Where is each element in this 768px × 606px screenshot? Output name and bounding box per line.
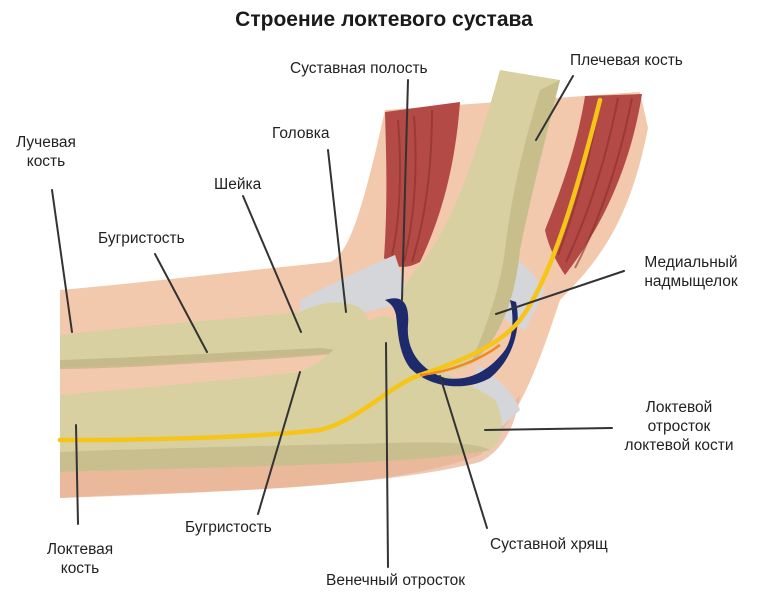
label-olecranon-line3: локтевой кости <box>604 436 754 455</box>
label-radius-line2: кость <box>10 152 82 171</box>
label-articular-cartilage: Суставной хрящ <box>490 535 608 554</box>
label-humerus: Плечевая кость <box>570 51 683 70</box>
label-coronoid-process: Венечный отросток <box>326 571 465 590</box>
label-head: Головка <box>272 124 329 143</box>
label-olecranon-line1: Локтевой <box>604 398 754 417</box>
label-medial-epicondyle-line1: Медиальный <box>626 253 756 272</box>
label-olecranon: Локтевой отросток локтевой кости <box>604 398 754 455</box>
label-ulna-line2: кость <box>30 559 130 578</box>
label-joint-cavity: Суставная полость <box>290 59 428 78</box>
page-title: Строение локтевого сустава <box>0 8 768 32</box>
label-tuberosity-top: Бугристость <box>98 229 185 248</box>
label-radius: Лучевая кость <box>10 133 82 171</box>
label-tuberosity-bottom: Бугристость <box>185 518 272 537</box>
label-medial-epicondyle: Медиальный надмыщелок <box>626 253 756 291</box>
label-radius-line1: Лучевая <box>10 133 82 152</box>
label-medial-epicondyle-line2: надмыщелок <box>626 272 756 291</box>
label-ulna: Локтевая кость <box>30 540 130 578</box>
label-ulna-line1: Локтевая <box>30 540 130 559</box>
label-olecranon-line2: отросток <box>604 417 754 436</box>
label-neck: Шейка <box>214 175 261 194</box>
